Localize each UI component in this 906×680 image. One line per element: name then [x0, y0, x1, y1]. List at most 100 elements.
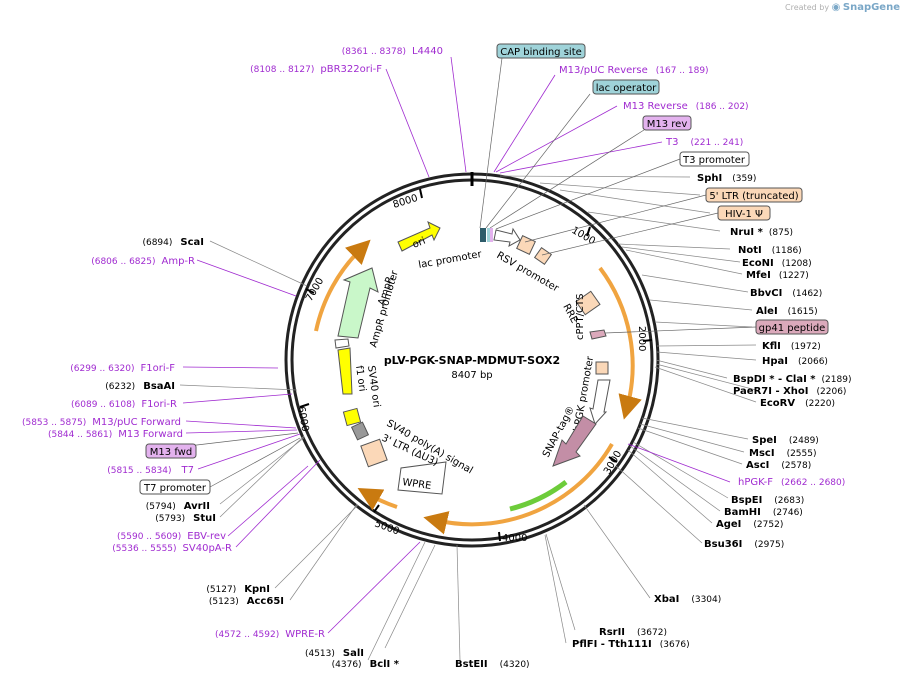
orange-arc-right — [598, 266, 642, 420]
site-sali: (4513)SalI — [305, 648, 364, 659]
plasmid-length: 8407 bp — [451, 370, 492, 381]
primer-amp-r: (6806 .. 6825)Amp-R — [91, 256, 195, 267]
site-bspdi-clai: BspDI * - ClaI *(2189) — [733, 374, 851, 385]
orange-arc-left — [314, 239, 371, 332]
ori-feature — [397, 221, 441, 252]
tick-mark-2000 — [642, 339, 653, 342]
orange-arc-bottom-left — [357, 488, 398, 511]
site-bspei: BspEI(2683) — [731, 495, 804, 506]
gp41-feature — [589, 329, 607, 340]
site-econi: EcoNI(1208) — [742, 258, 812, 269]
tick-mark-3000 — [608, 456, 618, 463]
site-bamhi: BamHI(2746) — [724, 507, 803, 518]
site-bbvci: BbvCI(1462) — [750, 288, 822, 299]
primer-t3: T3(221 .. 241) — [665, 137, 743, 148]
site-bsu36i: Bsu36I(2975) — [704, 539, 784, 550]
t3-promoter-box — [679, 151, 750, 167]
credit-prefix: Created by — [785, 3, 830, 12]
site-bsaai: (6232)BsaAI — [105, 381, 175, 392]
site-agei: AgeI(2752) — [716, 519, 783, 530]
gp41-peptide-box — [755, 319, 829, 335]
green-arc-snap — [509, 480, 568, 512]
site-asci: AscI(2578) — [746, 460, 811, 471]
site-stui: (5793)StuI — [155, 513, 216, 524]
plasmid-name: pLV-PGK-SNAP-MDMUT-SOX2 — [384, 354, 560, 367]
lac-operator-box — [592, 79, 660, 95]
credit-brand: SnapGene — [842, 2, 900, 13]
primer-l4440: (8361 .. 8378)L4440 — [342, 46, 443, 57]
site-sphi: SphI(359) — [697, 173, 756, 184]
hpgk-promoter-feature — [589, 379, 611, 425]
f1-ori-feature — [337, 347, 353, 395]
ltr5-box — [705, 187, 803, 203]
site-bsteii: BstEII(4320) — [455, 659, 530, 670]
tick-mark-1000 — [586, 226, 591, 237]
tick-label-2000: 2000 — [636, 326, 647, 351]
cap-binding-site-label: CAP binding site — [500, 47, 582, 58]
rre-feature — [575, 290, 601, 316]
m13-fwd-box — [145, 443, 197, 459]
t7-promoter-box — [139, 479, 211, 495]
ampr-promoter-feature — [334, 338, 350, 349]
site-spei: SpeI(2489) — [752, 435, 819, 446]
cap-binding-site-box — [496, 43, 586, 59]
site-mfei: MfeI(1227) — [746, 270, 809, 281]
gp41-peptide-label: gp41 peptide — [759, 323, 826, 334]
m13-fwd-label: M13 fwd — [150, 447, 192, 458]
m13-rev-label: M13 rev — [647, 119, 688, 130]
primer-m13-puc-reverse: M13/pUC Reverse(167 .. 189) — [559, 65, 709, 76]
site-paer7i-xhoi: PaeR7I - XhoI(2206) — [733, 386, 846, 397]
tick-label-5000: 5000 — [373, 518, 401, 537]
site-pflfi-tth111i: PflFI - Tth111I(3676) — [572, 639, 690, 650]
lac-promoter-feature — [480, 228, 486, 242]
wpre-label: WPRE — [402, 477, 432, 492]
cppt-feature — [595, 361, 609, 375]
f1-ori-label: f1 ori — [353, 365, 368, 392]
site-bcli: (4376)BclI * — [332, 659, 400, 670]
wpre-feature — [397, 461, 447, 495]
site-msci: MscI(2555) — [749, 448, 817, 459]
primer-f1ori-f: (6299 .. 6320)F1ori-F — [70, 363, 175, 374]
primer-sv40pa-r: (5536 .. 5555)SV40pA-R — [112, 543, 232, 554]
tick-mark-8000 — [419, 188, 423, 199]
primer-ebv-rev: (5590 .. 5609)EBV-rev — [117, 531, 226, 542]
snapgene-logo-icon: ◉ — [831, 2, 841, 13]
orange-arc-bottom — [423, 442, 614, 535]
ltr5-label: 5' LTR (truncated) — [709, 191, 798, 202]
primer-wpre-r: (4572 .. 4592)WPRE-R — [215, 629, 325, 640]
cap-segment — [487, 228, 490, 242]
snapgene-credit: Created by ◉ SnapGene — [785, 2, 900, 13]
t7-promoter-label: T7 promoter — [143, 483, 207, 494]
primer-t7: (5815 .. 5834)T7 — [107, 465, 194, 476]
primer-m13-puc-forward: (5853 .. 5875)M13/pUC Forward — [22, 417, 181, 428]
tick-label-6000: 6000 — [295, 406, 310, 433]
site-kfli: KflI(1972) — [762, 341, 821, 352]
site-alei: AleI(1615) — [756, 306, 818, 317]
site-connectors — [179, 175, 757, 661]
m13-rev-box — [642, 115, 692, 131]
primer-hpgk-f: hPGK-F(2662 .. 2680) — [738, 477, 845, 488]
site-noti: NotI(1186) — [738, 245, 802, 256]
site-scai: (6894)ScaI — [142, 237, 204, 248]
tick-mark-6000 — [299, 403, 310, 408]
primer-m13-reverse: M13 Reverse(186 .. 202) — [623, 101, 749, 112]
sv40-ori-feature — [342, 407, 362, 427]
sv40-polya-feature — [350, 421, 370, 441]
tick-mark-4000 — [498, 531, 501, 542]
ori-label: ori — [411, 236, 427, 251]
rsv-promoter-feature — [493, 227, 521, 247]
primer-m13-forward: (5844 .. 5861)M13 Forward — [48, 429, 183, 440]
site-avrii: (5794)AvrII — [146, 501, 210, 512]
lac-promoter-label: lac promoter — [418, 249, 484, 271]
site-xbai: XbaI(3304) — [654, 594, 721, 605]
site-acc65i: (5123)Acc65I — [209, 596, 284, 607]
cppt-label: cPPT/CTS — [575, 294, 586, 340]
m13-segment — [490, 228, 493, 242]
hiv-psi-label: HIV-1 Ψ — [725, 209, 763, 220]
ampr-feature — [337, 267, 379, 339]
hiv-psi-box — [717, 205, 771, 221]
ltr3-feature — [360, 438, 388, 468]
tick-label-4000: 4000 — [502, 533, 527, 544]
lac-operator-label: lac operator — [596, 83, 657, 94]
